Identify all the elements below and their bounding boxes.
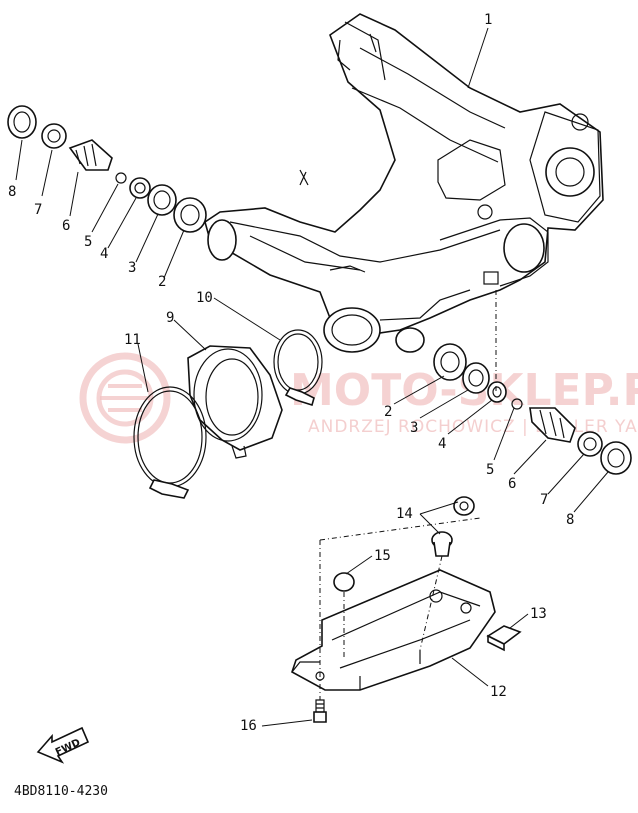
callout-11: 11 (124, 332, 141, 348)
callout-8-left: 8 (8, 184, 16, 200)
callout-4-left: 4 (100, 246, 108, 262)
callout-4-right: 4 (438, 436, 446, 452)
callout-12: 12 (490, 684, 507, 700)
part-4-collar-right (487, 381, 507, 403)
part-11-band (133, 386, 207, 499)
callout-7-left: 7 (34, 202, 42, 218)
callout-3-left: 3 (128, 260, 136, 276)
right-bearing-stack (433, 343, 632, 475)
part-7-nut-right (577, 431, 603, 457)
callout-1: 1 (484, 12, 492, 28)
swingarm (204, 13, 604, 353)
part-2-bearing-right (433, 343, 467, 381)
part-8-cap-right (600, 441, 632, 475)
part-10-band (273, 329, 323, 407)
part-6-pivot-shaft-left (68, 139, 113, 171)
part-3-oil-seal-right (462, 362, 490, 394)
fwd-arrow: FWD (36, 726, 90, 764)
callout-6-right: 6 (508, 476, 516, 492)
callout-8-right: 8 (566, 512, 574, 528)
callout-15: 15 (374, 548, 391, 564)
callout-14: 14 (396, 506, 413, 522)
part-4-collar-left (129, 177, 151, 199)
diagram-code: 4BD8110-4230 (14, 784, 108, 799)
callout-13: 13 (530, 606, 547, 622)
part-15-plug (333, 572, 355, 592)
part-6-pivot-shaft-right (529, 407, 576, 443)
callout-16: 16 (240, 718, 257, 734)
callout-5-right: 5 (486, 462, 494, 478)
left-bearing-stack (7, 105, 207, 233)
callout-2-right: 2 (384, 404, 392, 420)
callout-3-right: 3 (410, 420, 418, 436)
part-14-grommets (431, 496, 475, 557)
part-8-cap-left (7, 105, 37, 139)
assembly-lines (319, 290, 497, 700)
callout-7-right: 7 (540, 492, 548, 508)
callout-2-left: 2 (158, 274, 166, 290)
callout-5-left: 5 (84, 234, 92, 250)
callout-10: 10 (196, 290, 213, 306)
callout-labels: 1 8 7 6 5 4 3 2 9 10 11 2 3 4 5 6 7 8 14… (8, 12, 574, 734)
part-7-nut-left (41, 123, 67, 149)
part-13-damper (486, 625, 522, 652)
part-16-bolt (313, 699, 327, 723)
part-5-oring-left (115, 172, 127, 184)
callout-6-left: 6 (62, 218, 70, 234)
part-12-chain-guard (291, 569, 496, 691)
leader-lines (15, 27, 609, 727)
part-3-oil-seal-left (147, 184, 177, 216)
callout-9: 9 (166, 310, 174, 326)
part-2-bearing-left (173, 197, 207, 233)
part-5-oring-right (511, 398, 523, 410)
